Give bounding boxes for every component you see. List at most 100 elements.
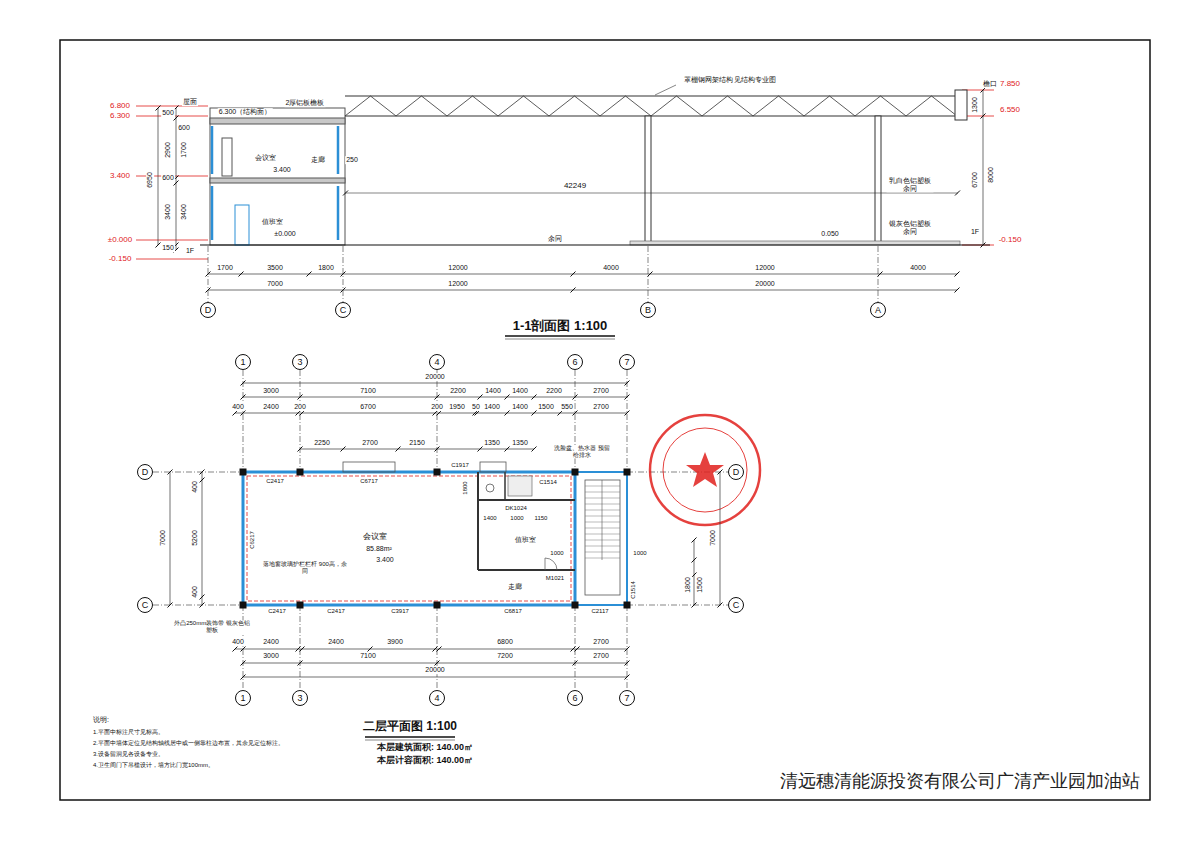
dimension-tick [200,595,205,600]
roof-slab [210,118,345,124]
axis-line [627,605,728,606]
stair-tread [585,546,620,547]
building-outline [210,108,345,245]
annotation-text: 6.300（结构面） [218,108,273,116]
window [337,126,340,174]
dimension-text: 400 [191,585,199,599]
partition-wall [478,499,575,501]
dimension-tick [168,470,173,475]
dimension-tick [241,381,246,386]
dimension-tick [981,243,986,248]
stair-tread [585,534,620,535]
dimension-tick [505,447,510,452]
dimension-text: 1000 [632,550,647,557]
dimension-line [235,649,627,650]
title-underline [505,339,615,340]
level-line [136,240,208,241]
axis-bubble: 4 [429,354,445,370]
dimension-tick [241,411,246,416]
dimension-text: 1400 [511,403,529,411]
axis-bubble: 1 [235,690,251,706]
dimension-text: C1514 [630,580,637,600]
stair-tread [585,516,620,517]
dimension-text: 85.88m² [365,545,393,553]
annotation-text: 2.平面中墙体定位见结构轴线居中或一侧靠柱边布置，其余见定位标注。 [92,740,285,747]
dimension-text: 2700 [592,403,610,411]
dimension-tick [955,191,960,196]
partition-wall [477,472,479,570]
dimension-tick [571,272,576,277]
dimension-text: 1350 [511,439,529,447]
axis-label: 7 [624,358,629,367]
dimension-line [300,449,534,450]
dimension-text: 400 [231,403,245,411]
dimension-text: 6800 [496,638,514,646]
dimension-tick [200,603,205,608]
floor-slab [210,178,345,183]
dimension-text: C6217 [249,530,256,550]
annotation-text: 二层平面图 1:100 [362,720,458,733]
dimension-line [983,90,984,245]
dimension-tick [505,395,510,400]
dimension-text: 400 [191,480,199,494]
column [572,602,578,608]
dimension-tick [625,381,630,386]
stair [585,480,620,595]
dimension-text: 12000 [754,264,775,272]
dimension-text: 1F [185,247,195,255]
dimension-text: C2117 [590,608,609,615]
dimension-text: 20000 [424,666,445,674]
axis-label: 3 [297,694,302,703]
column [297,602,303,608]
dimension-text: C1917 [450,462,470,469]
window [337,186,340,240]
annotation-text: 余同 [547,235,563,243]
dimension-tick [300,411,305,416]
annotation-text: 屋面 [182,98,198,106]
dimension-text: C2417 [326,608,346,615]
dimension-text: ±0.000 [107,236,133,245]
title-block: 清远穗清能源投资有限公司广清产业园加油站 [780,769,1140,793]
axis-label: D [205,306,212,315]
dimension-tick [718,470,723,475]
axis-line [153,472,243,473]
door [222,138,232,176]
dimension-text: 200 [293,403,307,411]
dimension-text: 12000 [447,264,468,272]
dimension-text: 1350 [483,439,501,447]
dimension-line [345,193,958,194]
dimension-text: 1800 [317,264,335,272]
dimension-text: C6717 [359,478,379,485]
axis-bubble: C [137,597,153,613]
dimension-text: 42249 [563,182,587,191]
dimension-tick [558,411,563,416]
annotation-text: 说明: [92,716,110,724]
axis-label: C [340,306,347,315]
title-underline [365,740,455,741]
door-swing [545,558,557,570]
axis-bubble: D [200,302,216,318]
axis-line [243,370,244,472]
dimension-text: C6817 [503,608,523,615]
dimension-text: 2150 [408,439,426,447]
dimension-tick [200,470,205,475]
dimension-text: 1400 [483,403,501,411]
axis-label: 4 [434,694,439,703]
dimension-tick [239,272,244,277]
axis-label: C [733,601,740,610]
dimension-tick [625,411,630,416]
dimension-text: 3.400 [272,166,292,174]
dimension-text: 1150 [534,515,549,522]
axis-label: C [142,601,149,610]
dimension-text: 3000 [262,652,280,660]
annotation-text: 值班室 [514,536,537,544]
axis-label: 6 [572,358,577,367]
dimension-text: 2200 [449,387,467,395]
door [235,205,249,245]
dimension-tick [692,603,697,608]
dimension-line [208,290,957,291]
axis-line [153,605,243,606]
dimension-tick [435,661,440,666]
axis-label: 1 [240,358,245,367]
dimension-tick [955,272,960,277]
